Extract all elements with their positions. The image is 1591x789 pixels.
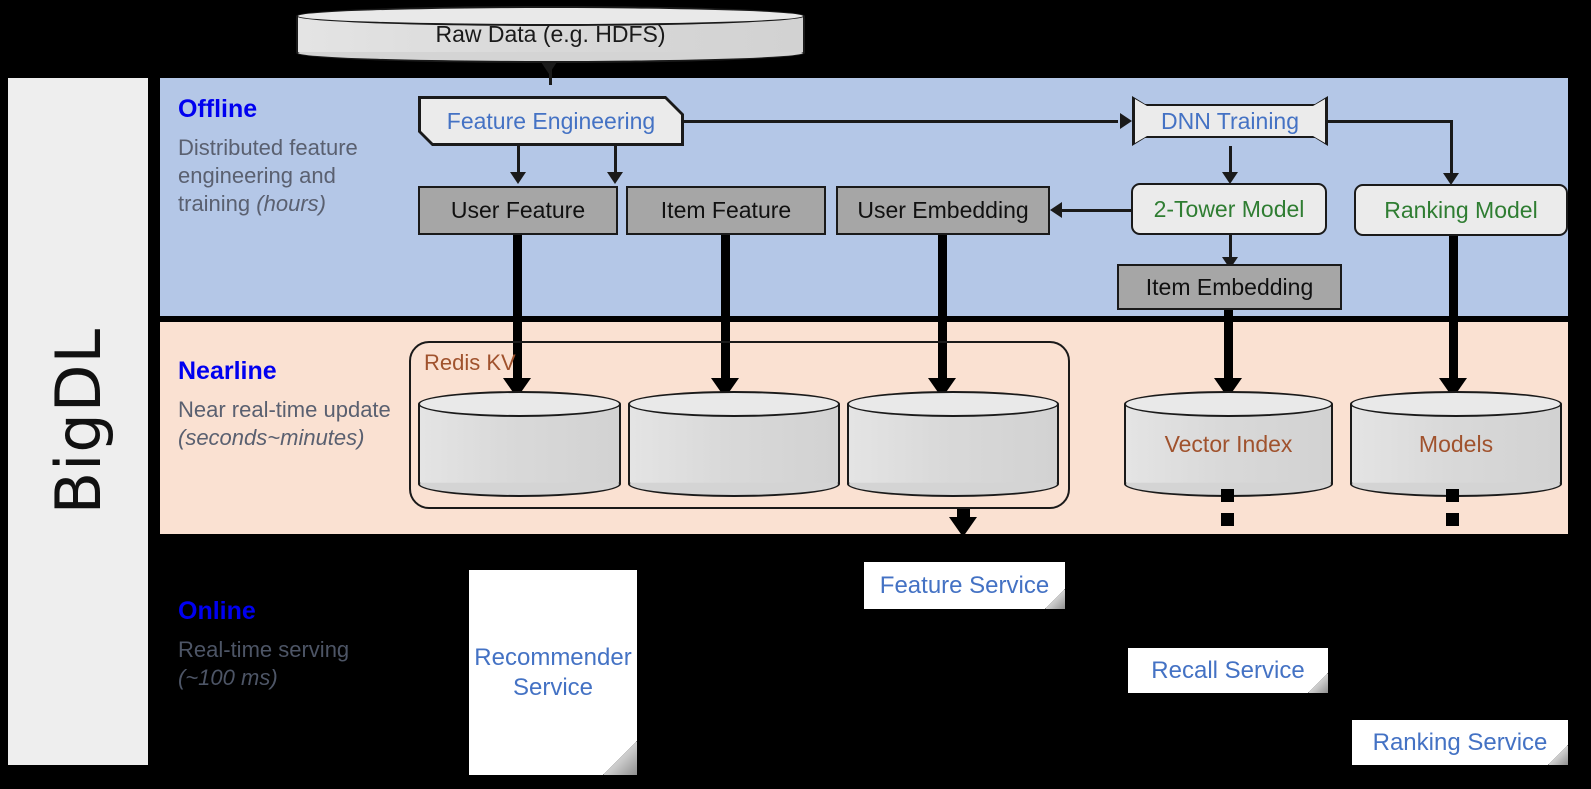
offline-description: Distributed feature engineering and trai… (178, 134, 408, 218)
cylinder-top (847, 391, 1059, 417)
online-title: Online (178, 597, 256, 625)
feature-engineering-node[interactable]: Feature Engineering (418, 96, 684, 146)
nearline-description: Near real-time update (seconds~minutes) (178, 396, 408, 452)
user-feature-node[interactable]: User Feature (418, 186, 618, 235)
nearline-latency: (seconds~minutes) (178, 424, 365, 450)
arrow-dnn-ranking-v (1450, 120, 1453, 176)
cylinder-top (418, 391, 621, 417)
arrow-dnn-twotower-head (1222, 172, 1238, 184)
item-feature-label: Item Feature (660, 197, 792, 224)
offline-latency: (hours) (256, 190, 326, 216)
vector-index-store[interactable]: Vector Index (1124, 391, 1333, 497)
pipe-itemembedding (1224, 310, 1233, 385)
link-fe-dnn-head (1120, 113, 1132, 129)
cylinder-body (1124, 404, 1333, 484)
nearline-title: Nearline (178, 357, 277, 385)
models-label: Models (1418, 430, 1494, 457)
nearline-description-text: Near real-time update (178, 396, 391, 422)
arrow-rawdata-fe-head (541, 62, 557, 74)
redis-store-user-embedding[interactable] (847, 391, 1059, 497)
arrow-fe-itemfeature-line (614, 146, 617, 174)
pipe-rankingmodel (1449, 236, 1458, 385)
online-description-text: Real-time serving (178, 636, 350, 662)
arrow-fe-userfeature-head (510, 172, 526, 184)
item-embedding-node[interactable]: Item Embedding (1117, 264, 1342, 310)
pipe-userembedding (938, 235, 947, 385)
store-item-feature-label (628, 391, 840, 497)
vector-index-label: Vector Index (1164, 430, 1293, 457)
recommender-service-label: Recommender Service (469, 570, 637, 775)
feature-service-label: Feature Service (864, 562, 1065, 609)
cylinder-top (1124, 391, 1333, 417)
online-band-header: Online Real-time serving (~100 ms) (178, 597, 408, 692)
arrow-twotower-itememb-line (1229, 235, 1232, 261)
arrow-rawdata-fe-line (549, 63, 552, 85)
online-latency: (~100 ms) (178, 664, 278, 690)
link-fe-dnn-line (684, 120, 1118, 123)
ranking-model-label: Ranking Model (1384, 196, 1538, 223)
cylinder-top (628, 391, 840, 417)
arrow-twotower-userembedding-head (1050, 202, 1062, 218)
two-tower-model-label: 2-Tower Model (1153, 195, 1305, 222)
arrow-fe-userfeature-line (517, 146, 520, 174)
nearline-band-header: Nearline Near real-time update (seconds~… (178, 357, 408, 452)
two-tower-model-node[interactable]: 2-Tower Model (1131, 183, 1327, 235)
redis-kv-label: Redis KV (424, 350, 516, 375)
offline-description-text: Distributed feature engineering and trai… (178, 134, 358, 216)
item-embedding-label: Item Embedding (1145, 273, 1314, 300)
store-user-feature-label (418, 391, 621, 497)
pipe-userfeature (513, 235, 522, 385)
cylinder-body (628, 404, 840, 484)
raw-data-store: Raw Data (e.g. HDFS) (296, 6, 805, 63)
bigdl-sidebar: BigDL (8, 78, 148, 765)
dnn-training-label: DNN Training (1135, 99, 1325, 143)
arrow-dnn-twotower-line (1229, 146, 1232, 176)
cylinder-top (296, 6, 805, 26)
cylinder-body (847, 404, 1059, 484)
bigdl-label: BigDL (41, 328, 115, 515)
stub-ranking-service-bottom (1446, 513, 1459, 526)
item-feature-node[interactable]: Item Feature (626, 186, 826, 235)
online-description: Real-time serving (~100 ms) (178, 636, 408, 692)
arrow-featureservice-head (949, 517, 977, 537)
stub-recall-service-bottom (1221, 513, 1234, 526)
feature-service-node[interactable]: Feature Service (864, 562, 1065, 609)
raw-data-label: Raw Data (e.g. HDFS) (435, 21, 666, 47)
stub-ranking-service-top (1446, 489, 1459, 502)
user-embedding-node[interactable]: User Embedding (836, 186, 1050, 235)
models-store[interactable]: Models (1350, 391, 1562, 497)
recall-service-label: Recall Service (1128, 648, 1328, 693)
feature-engineering-label: Feature Engineering (421, 99, 681, 143)
stub-recall-service-top (1221, 489, 1234, 502)
cylinder-body (418, 404, 621, 484)
arrow-dnn-ranking-h (1328, 120, 1452, 123)
ranking-service-node[interactable]: Ranking Service (1352, 720, 1568, 765)
ranking-model-node[interactable]: Ranking Model (1354, 184, 1568, 236)
user-embedding-label: User Embedding (857, 197, 1029, 224)
offline-title: Offline (178, 95, 258, 123)
arrow-twotower-userembedding-line (1062, 209, 1132, 212)
ranking-service-label: Ranking Service (1352, 720, 1568, 765)
recall-service-node[interactable]: Recall Service (1128, 648, 1328, 693)
cylinder-body (1350, 404, 1562, 484)
offline-band-header: Offline Distributed feature engineering … (178, 95, 408, 218)
pipe-itemfeature (721, 235, 730, 385)
arrow-fe-itemfeature-head (607, 172, 623, 184)
redis-store-user-feature[interactable] (418, 391, 621, 497)
store-user-embedding-label (847, 391, 1059, 497)
dnn-training-node[interactable]: DNN Training (1132, 96, 1328, 146)
user-feature-label: User Feature (450, 197, 586, 224)
recommender-service-node[interactable]: Recommender Service (469, 570, 637, 775)
cylinder-top (1350, 391, 1562, 417)
arrow-dnn-ranking-head (1443, 173, 1459, 185)
redis-store-item-feature[interactable] (628, 391, 840, 497)
redis-kv-container (409, 341, 1070, 509)
